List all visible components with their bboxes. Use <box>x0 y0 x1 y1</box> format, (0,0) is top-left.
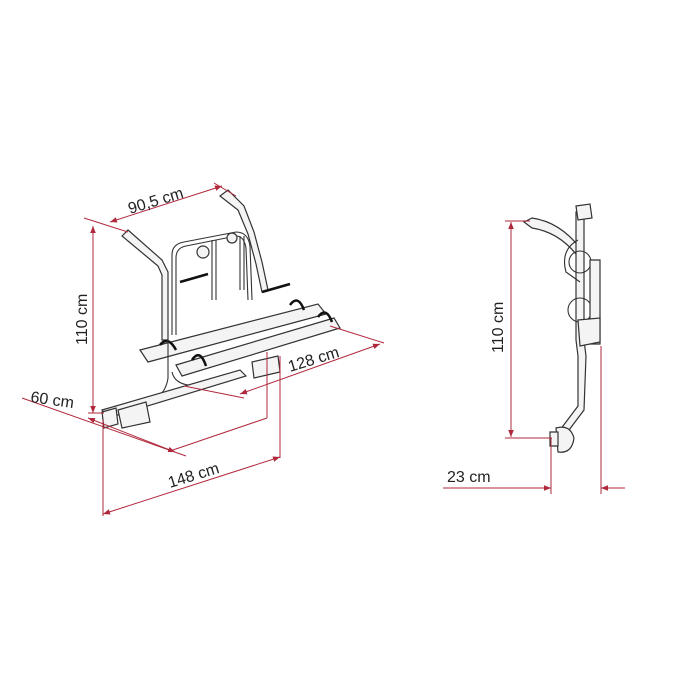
side-height-label: 110 cm <box>490 302 507 353</box>
height-label: 110 cm <box>74 294 91 345</box>
width-label: 90,5 cm <box>126 185 185 218</box>
rail-length-label: 128 cm <box>286 344 341 376</box>
front-view-rack <box>100 189 341 429</box>
front-view-dimensions <box>21 182 385 516</box>
side-depth-label: 23 cm <box>447 469 491 486</box>
total-width-label: 148 cm <box>166 460 221 492</box>
side-view-dimensions <box>443 220 625 494</box>
side-view-rack <box>522 203 601 453</box>
depth-label: 60 cm <box>29 389 75 412</box>
